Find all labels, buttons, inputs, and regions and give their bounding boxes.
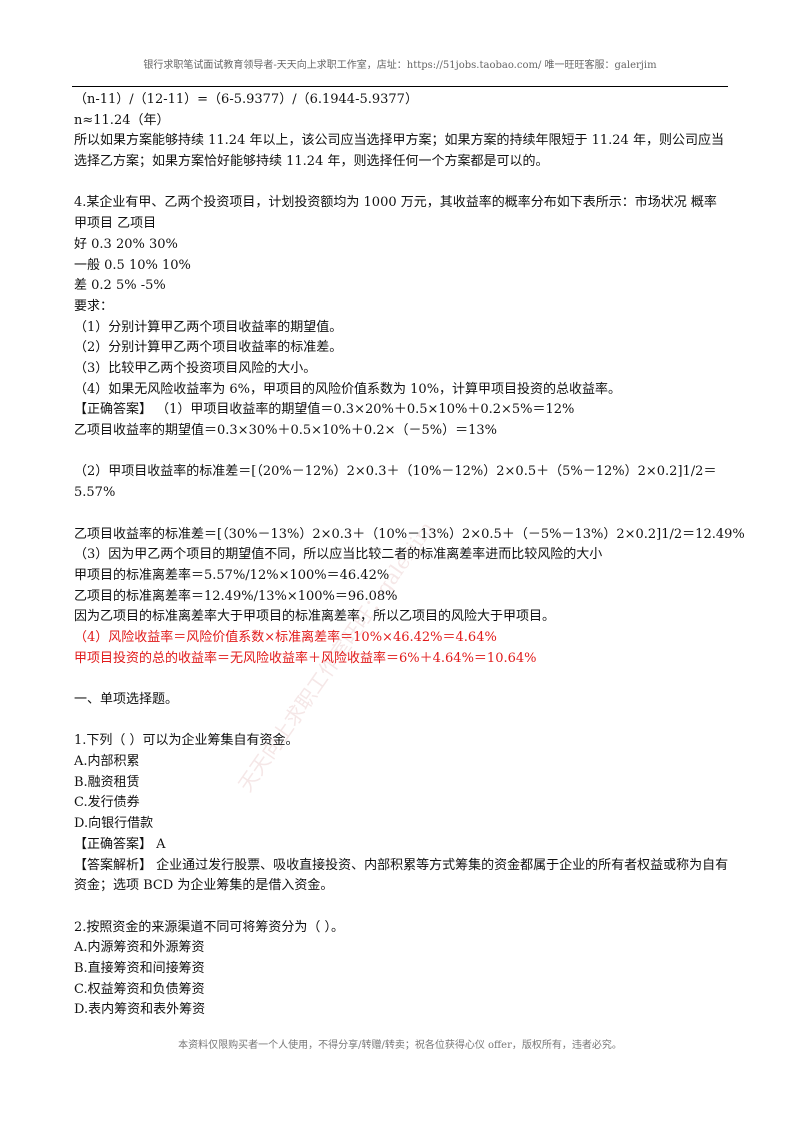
text-line: B.直接筹资和间接筹资 — [74, 961, 205, 976]
text-line: B.融资租赁 — [74, 774, 140, 790]
text-line: C.发行债券 — [74, 795, 140, 811]
text-line: 1.下列（ ）可以为企业筹集自有资金。 — [74, 733, 299, 749]
text-line: 【正确答案】 A — [74, 836, 166, 852]
text-line: （3）因为甲乙两个项目的期望值不同，所以应当比较二者的标准离差率进而比较风险的大… — [74, 547, 603, 563]
text-line: 因为乙项目的标准离差率大于甲项目的标准离差率，所以乙项目的风险大于甲项目。 — [74, 609, 556, 625]
text-line: 【答案解析】 企业通过发行股票、吸收直接投资、内部积累等方式筹集的资金都属于企业… — [74, 857, 729, 894]
text-line: A.内源筹资和外源筹资 — [74, 940, 205, 956]
text-line: 所以如果方案能够持续 11.24 年以上，该公司应当选择甲方案；如果方案的持续年… — [74, 133, 724, 170]
text-line: 差 0.2 5% -5% — [74, 278, 166, 294]
page-footer: 本资料仅限购买者一个人使用，不得分享/转赠/转卖；祝各位获得心仪 offer，版… — [178, 1040, 622, 1051]
text-line: 一般 0.5 10% 10% — [74, 257, 191, 273]
text-line: 乙项目收益率的标准差＝[（30%－13%）2×0.3＋（10%－13%）2×0.… — [74, 526, 745, 542]
text-line: 好 0.3 20% 30% — [74, 236, 178, 252]
blank-line — [74, 442, 734, 463]
page-header: 银行求职笔试面试教育领导者-天天向上求职工作室，店址：https://51job… — [143, 60, 657, 71]
text-line: 甲项目投资的总的收益率＝无风险收益率＋风险收益率＝6%＋4.64%＝10.64% — [74, 650, 537, 666]
text-line: （n-11）/（12-11）=（6-5.9377）/（6.1944-5.9377… — [74, 92, 418, 107]
text-line: 2.按照资金的来源渠道不同可将筹资分为（ ）。 — [74, 919, 345, 935]
text-line: 一、单项选择题。 — [74, 692, 179, 708]
text-line: 甲项目的标准离差率＝5.57%/12%×100%＝46.42% — [74, 567, 390, 583]
text-line: 【正确答案】 （1）甲项目收益率的期望值＝0.3×20%＋0.5×10%＋0.2… — [74, 402, 575, 418]
text-line: D.向银行借款 — [74, 816, 154, 832]
text-line: （4）风险收益率＝风险价值系数×标准离差率＝10%×46.42%＝4.64% — [74, 629, 497, 645]
text-line: （3）比较甲乙两个投资项目风险的大小。 — [74, 361, 317, 376]
text-line: 乙项目的标准离差率＝12.49%/13%×100%＝96.08% — [74, 588, 398, 604]
text-line: （2）分别计算甲乙两个项目收益率的标准差。 — [74, 340, 343, 356]
text-line: A.内部积累 — [74, 754, 140, 770]
blank-line — [74, 669, 734, 690]
text-line: C.权益筹资和负债筹资 — [74, 981, 205, 997]
text-line: n≈11.24（年） — [74, 112, 170, 128]
text-line: 要求： — [74, 298, 114, 314]
blank-line — [74, 897, 734, 918]
blank-line — [74, 173, 734, 194]
document-body: （n-11）/（12-11）=（6-5.9377）/（6.1944-5.9377… — [74, 90, 745, 1021]
blank-line — [74, 504, 734, 525]
text-line: D.表内筹资和表外筹资 — [74, 1002, 206, 1018]
blank-line — [74, 711, 734, 732]
text-line: （4）如果无风险收益率为 6%，甲项目的风险价值系数为 10%，计算甲项目投资的… — [74, 381, 622, 397]
text-line: （2）甲项目收益率的标准差＝[（20%－12%）2×0.3＋（10%－12%）2… — [74, 464, 717, 501]
text-line: 4.某企业有甲、乙两个投资项目，计划投资额均为 1000 万元，其收益率的概率分… — [74, 195, 717, 232]
header-rule — [72, 86, 728, 87]
text-line: 乙项目收益率的期望值＝0.3×30%＋0.5×10%＋0.2×（－5%）＝13% — [74, 423, 498, 439]
text-line: （1）分别计算甲乙两个项目收益率的期望值。 — [74, 319, 343, 335]
